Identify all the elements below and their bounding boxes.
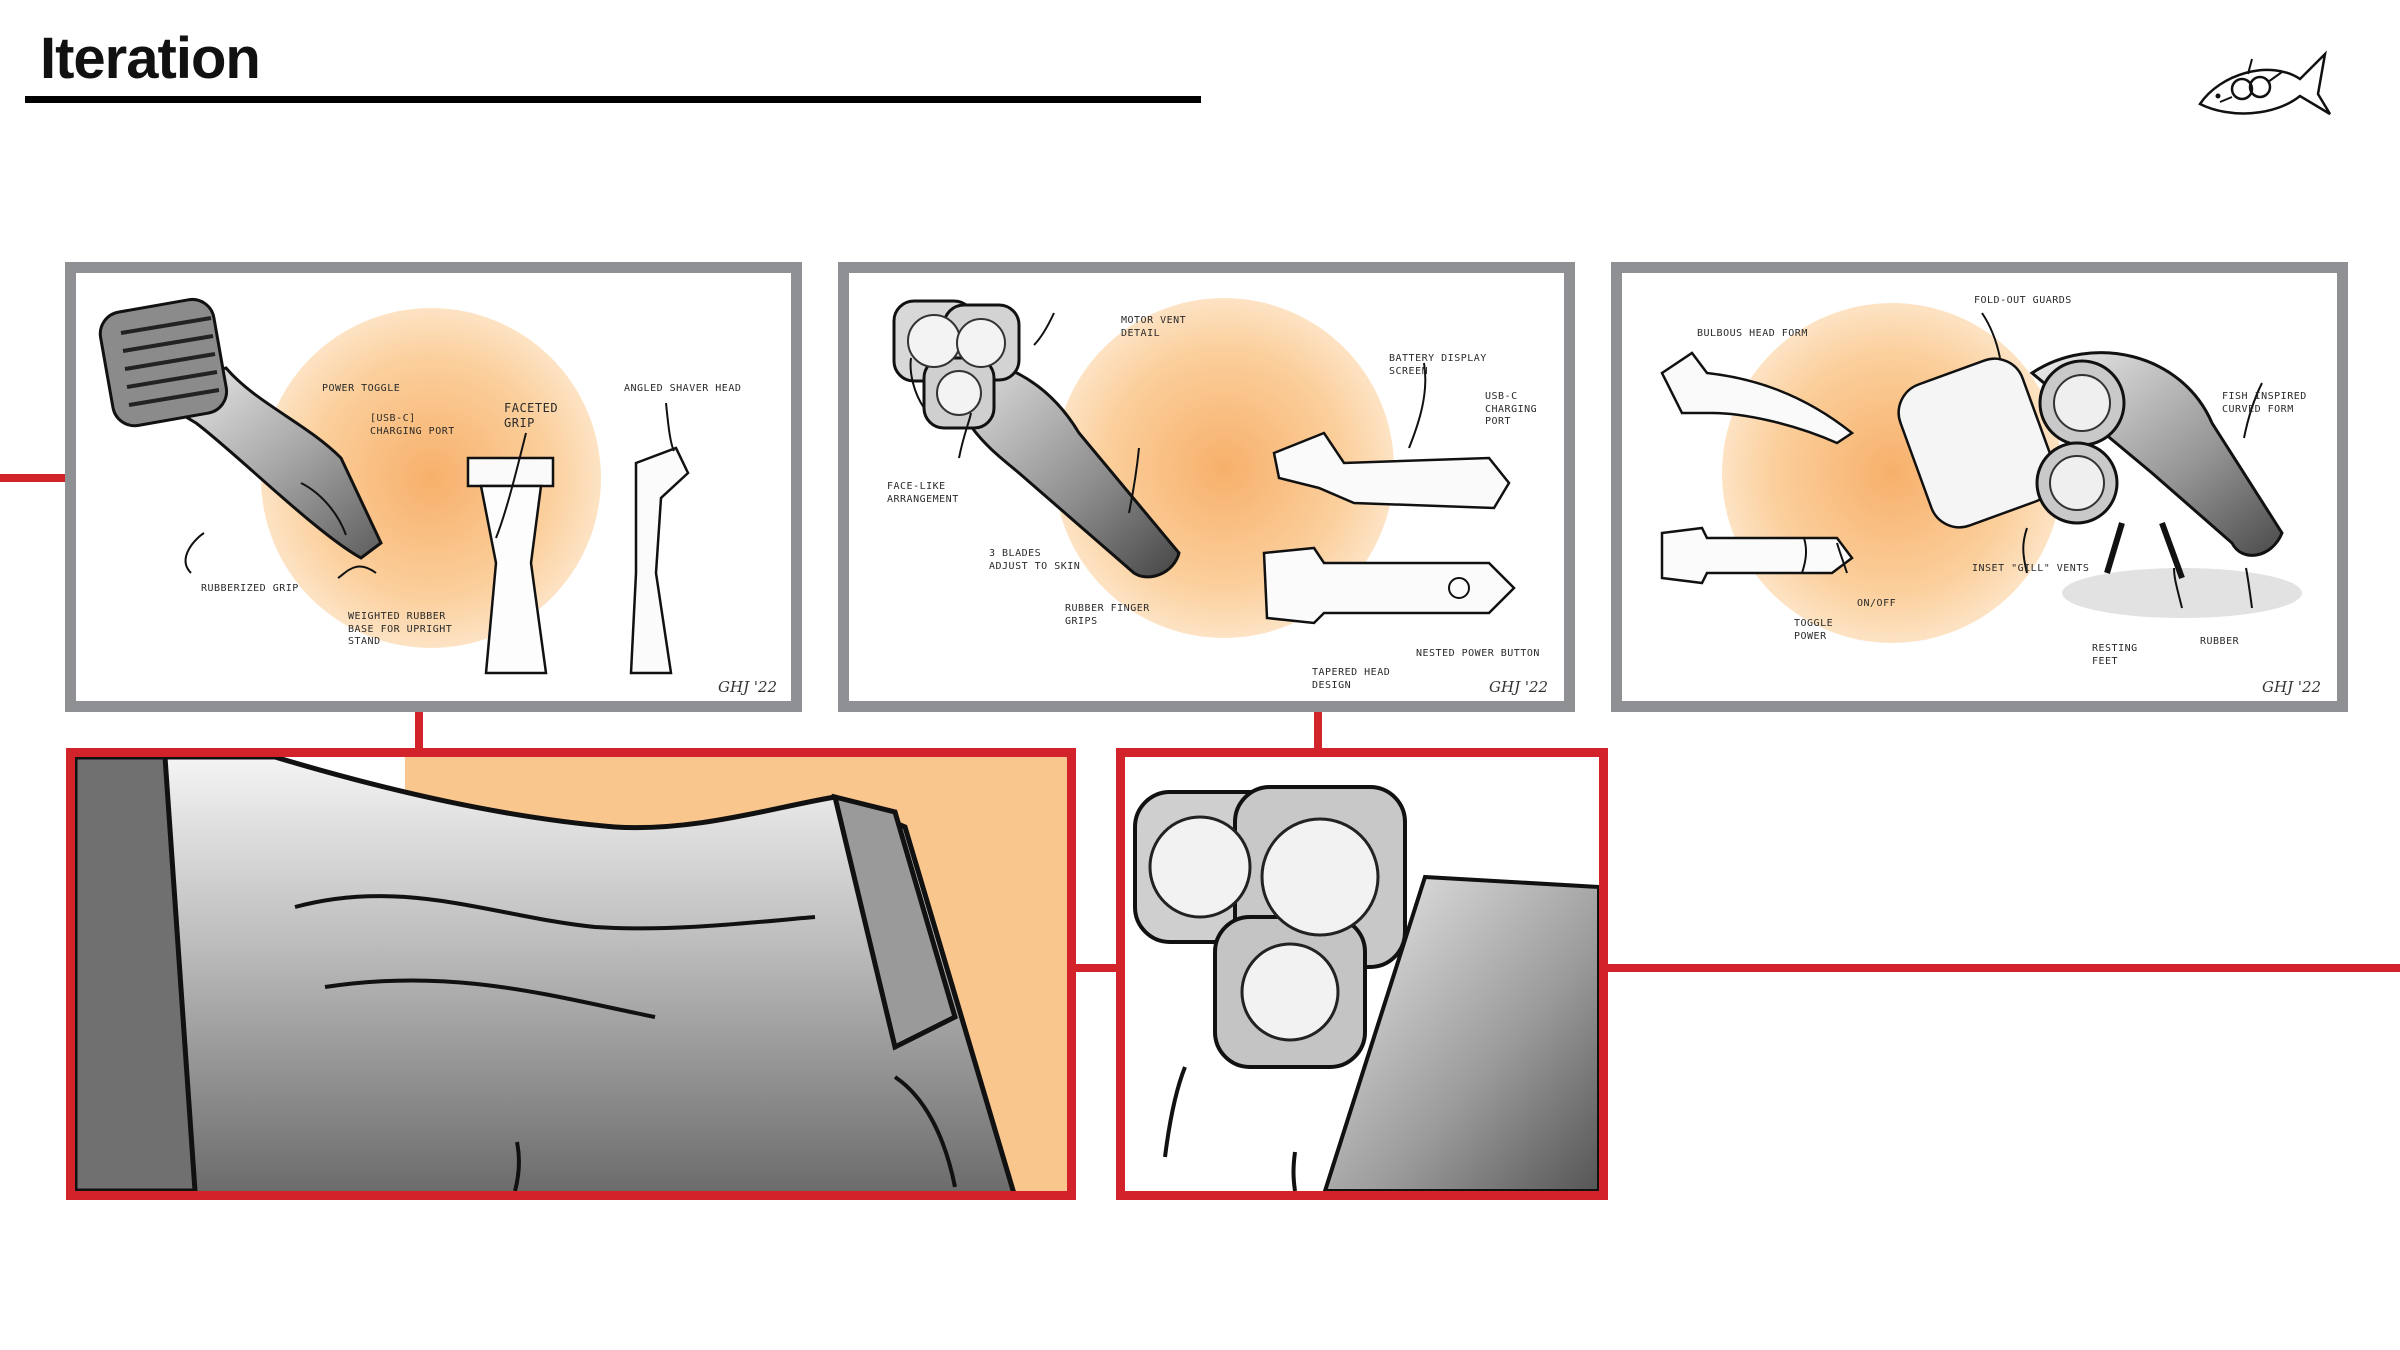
note-motor-vent: MOTOR VENT DETAIL [1121, 315, 1187, 339]
fish-logo-icon [2198, 50, 2332, 116]
note-bulbous-head: BULBOUS HEAD FORM [1697, 328, 1808, 339]
signature: GHJ '22 [2262, 678, 2322, 696]
title-underline [25, 96, 1201, 103]
connector-left [0, 474, 66, 482]
signature: GHJ '22 [1489, 678, 1549, 696]
detail-panel-grip [66, 748, 1076, 1200]
note-nested-button: NESTED POWER BUTTON [1416, 648, 1540, 659]
note-usb-port-2: USB-C CHARGING PORT [1485, 391, 1538, 427]
connector-drop-2 [1314, 712, 1322, 752]
note-power-toggle: POWER TOGGLE [322, 383, 401, 394]
note-fish-inspired: FISH INSPIRED CURVED FORM [2222, 391, 2307, 415]
note-toggle-power: TOGGLE POWER [1794, 618, 1834, 642]
note-rubberized-grip: RUBBERIZED GRIP [201, 583, 299, 594]
note-battery-display: BATTERY DISPLAY SCREEN [1389, 353, 1487, 377]
sketch-panel-1: POWER TOGGLE [USB-C] CHARGING PORT FACET… [65, 262, 802, 712]
sketch-panel-2: MOTOR VENT DETAIL BATTERY DISPLAY SCREEN… [838, 262, 1575, 712]
note-rubber-grips: RUBBER FINGER GRIPS [1065, 603, 1150, 627]
signature: GHJ '22 [718, 678, 778, 696]
page-title: Iteration [40, 26, 261, 91]
note-inset-gill: INSET "GILL" VENTS [1972, 563, 2090, 574]
note-resting-feet: RESTING FEET [2092, 643, 2138, 667]
note-three-blades: 3 BLADES ADJUST TO SKIN [989, 548, 1081, 572]
note-angled-head: ANGLED SHAVER HEAD [624, 383, 742, 394]
note-weighted-base: WEIGHTED RUBBER BASE FOR UPRIGHT STAND [348, 611, 453, 647]
note-tapered-head: TAPERED HEAD DESIGN [1312, 667, 1391, 691]
sketch-panel-3: FOLD-OUT GUARDS BULBOUS HEAD FORM FISH I… [1611, 262, 2348, 712]
note-usb-port: [USB-C] CHARGING PORT [370, 413, 455, 437]
connector-right [1606, 964, 2400, 972]
detail-panel-heads [1116, 748, 1608, 1200]
note-fold-out: FOLD-OUT GUARDS [1974, 295, 2072, 306]
connector-drop-1 [415, 712, 423, 752]
note-on-off: ON/OFF [1857, 598, 1897, 609]
note-faceted-grip: FACETED GRIP [504, 401, 559, 430]
note-face-like: FACE-LIKE ARRANGEMENT [887, 481, 959, 505]
connector-middle [1074, 964, 1122, 972]
note-rubber: RUBBER [2200, 636, 2240, 647]
